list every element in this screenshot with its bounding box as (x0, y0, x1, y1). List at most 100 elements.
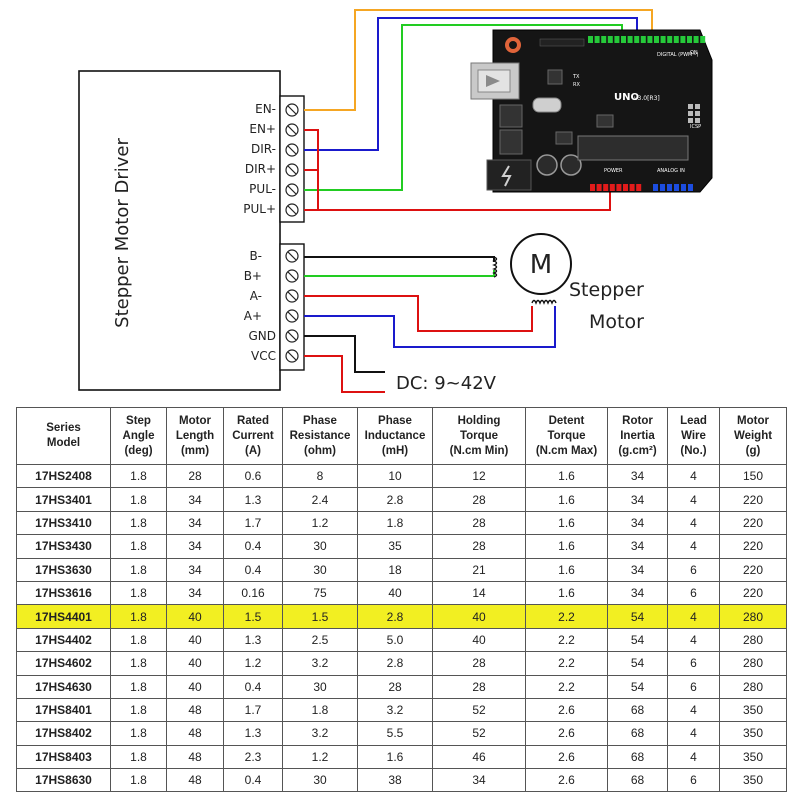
analog-pin (667, 184, 672, 191)
arduino-rx-label: RX (573, 82, 580, 88)
table-cell: 54 (607, 674, 668, 699)
screw-slot (287, 205, 297, 215)
table-cell: 34 (166, 534, 224, 559)
table-cell: 2.2 (525, 604, 608, 629)
table-cell: 34 (607, 557, 668, 582)
table-cell: 21 (432, 557, 526, 582)
column-header-line: Resistance (289, 429, 351, 442)
terminal-label-b-plus: B+ (244, 269, 262, 283)
table-cell: 350 (719, 768, 787, 793)
table-cell: 1.6 (525, 463, 608, 489)
column-header-line: (A) (245, 444, 261, 457)
terminal-label-dir-plus: DIR+ (245, 162, 276, 176)
digital-pin (640, 36, 646, 43)
table-cell: 1.8 (110, 627, 167, 653)
column-header-line: Motor (737, 414, 769, 427)
screw-slot (287, 185, 297, 195)
table-cell: 1.2 (282, 744, 358, 770)
table-cell: 28 (432, 674, 526, 699)
digital-pin (594, 36, 600, 43)
digital-pin (660, 36, 666, 43)
table-cell: 3.2 (282, 721, 358, 746)
series-model-cell: 17HS8402 (16, 721, 111, 746)
table-cell: 1.8 (110, 580, 167, 606)
table-cell: 1.7 (223, 697, 283, 723)
column-header-line: Rated (237, 414, 269, 427)
icsp-pin (688, 104, 693, 109)
table-cell: 280 (719, 674, 787, 699)
analog-pin (653, 184, 658, 191)
table-cell: 4 (667, 487, 720, 512)
table-cell: 30 (282, 534, 358, 559)
digital-pin (627, 36, 633, 43)
table-cell: 0.4 (223, 674, 283, 699)
table-cell: 34 (432, 768, 526, 793)
column-header-line: Detent (548, 414, 585, 427)
table-cell: 34 (166, 580, 224, 606)
table-cell: 10 (357, 463, 433, 489)
table-cell: 1.6 (525, 557, 608, 582)
table-cell: 30 (282, 674, 358, 699)
table-cell: 1.8 (110, 534, 167, 559)
digital-pin (601, 36, 607, 43)
screw-slot (287, 271, 297, 281)
table-cell: 220 (719, 580, 787, 606)
table-cell: 1.5 (223, 604, 283, 629)
table-cell: 34 (607, 463, 668, 489)
arduino-board-label: UNO (614, 92, 639, 103)
digital-pin (654, 36, 659, 43)
screw-slot (287, 251, 297, 261)
wire-dir (304, 17, 638, 151)
table-cell: 3.2 (282, 651, 358, 676)
table-cell: 6 (667, 768, 720, 793)
motor-label-line2: Motor (589, 311, 644, 333)
column-header-line: Angle (122, 429, 155, 442)
table-cell: 75 (282, 580, 358, 606)
series-model-cell: 17HS3430 (16, 534, 111, 559)
series-model-cell: 17HS3401 (16, 487, 111, 512)
table-cell: 34 (166, 487, 224, 512)
table-cell: 150 (719, 463, 787, 489)
table-cell: 2.5 (282, 627, 358, 653)
column-header-line: Lead (680, 414, 707, 427)
analog-pin (688, 184, 693, 191)
table-cell: 220 (719, 510, 787, 536)
power-pin (623, 184, 628, 191)
arduino-tx-label: TX (572, 74, 580, 80)
driver-title: Stepper Motor Driver (112, 138, 133, 328)
icsp-pin (695, 111, 700, 116)
table-cell: 28 (432, 534, 526, 559)
column-header-line: (mH) (381, 444, 409, 457)
column-header-line: (deg) (124, 444, 153, 457)
series-model-cell: 17HS3616 (16, 580, 111, 606)
arduino-digital-label: DIGITAL (PWM~) (657, 52, 699, 58)
terminal-label-en-plus: EN+ (249, 122, 276, 136)
table-cell: 1.8 (110, 463, 167, 489)
table-cell: 3.2 (357, 697, 433, 723)
table-cell: 220 (719, 487, 787, 512)
arduino-power-label: POWER (604, 168, 623, 174)
screw-slot (287, 351, 297, 361)
table-cell: 54 (607, 651, 668, 676)
terminal-label-vcc: VCC (251, 349, 276, 363)
table-cell: 48 (166, 721, 224, 746)
analog-pin (674, 184, 679, 191)
screw-slot (287, 125, 297, 135)
table-cell: 40 (166, 651, 224, 676)
table-cell: 2.8 (357, 651, 433, 676)
table-cell: 5.5 (357, 721, 433, 746)
table-cell: 1.6 (525, 510, 608, 536)
column-header-line: Holding (457, 414, 501, 427)
column-header-line: Motor (179, 414, 211, 427)
